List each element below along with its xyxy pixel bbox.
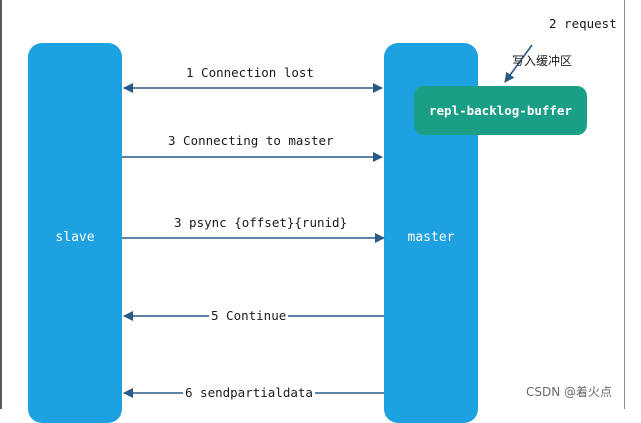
label-connecting-to-master: 3 Connecting to master bbox=[168, 133, 334, 148]
label-request: 2 request bbox=[549, 16, 617, 31]
label-sendpartialdata-text: 6 sendpartialdata bbox=[183, 385, 315, 400]
label-continue-text: 5 Continue bbox=[209, 308, 289, 323]
master-label: master bbox=[407, 230, 455, 245]
right-border-line bbox=[624, 0, 625, 409]
label-psync: 3 psync {offset}{runid} bbox=[174, 215, 348, 230]
label-continue: 5 Continue bbox=[209, 308, 289, 323]
slave-node: slave bbox=[28, 43, 122, 423]
watermark: CSDN @着火点 bbox=[526, 385, 613, 399]
left-border-line bbox=[0, 0, 2, 409]
buffer-label: repl-backlog-buffer bbox=[429, 103, 572, 118]
label-connection-lost: 1 Connection lost bbox=[186, 65, 314, 80]
repl-backlog-buffer-node: repl-backlog-buffer bbox=[414, 86, 587, 135]
arrow-request bbox=[504, 44, 533, 83]
slave-label: slave bbox=[55, 230, 95, 245]
label-write-buffer: 写入缓冲区 bbox=[512, 54, 573, 68]
label-sendpartialdata: 6 sendpartialdata bbox=[183, 385, 315, 400]
